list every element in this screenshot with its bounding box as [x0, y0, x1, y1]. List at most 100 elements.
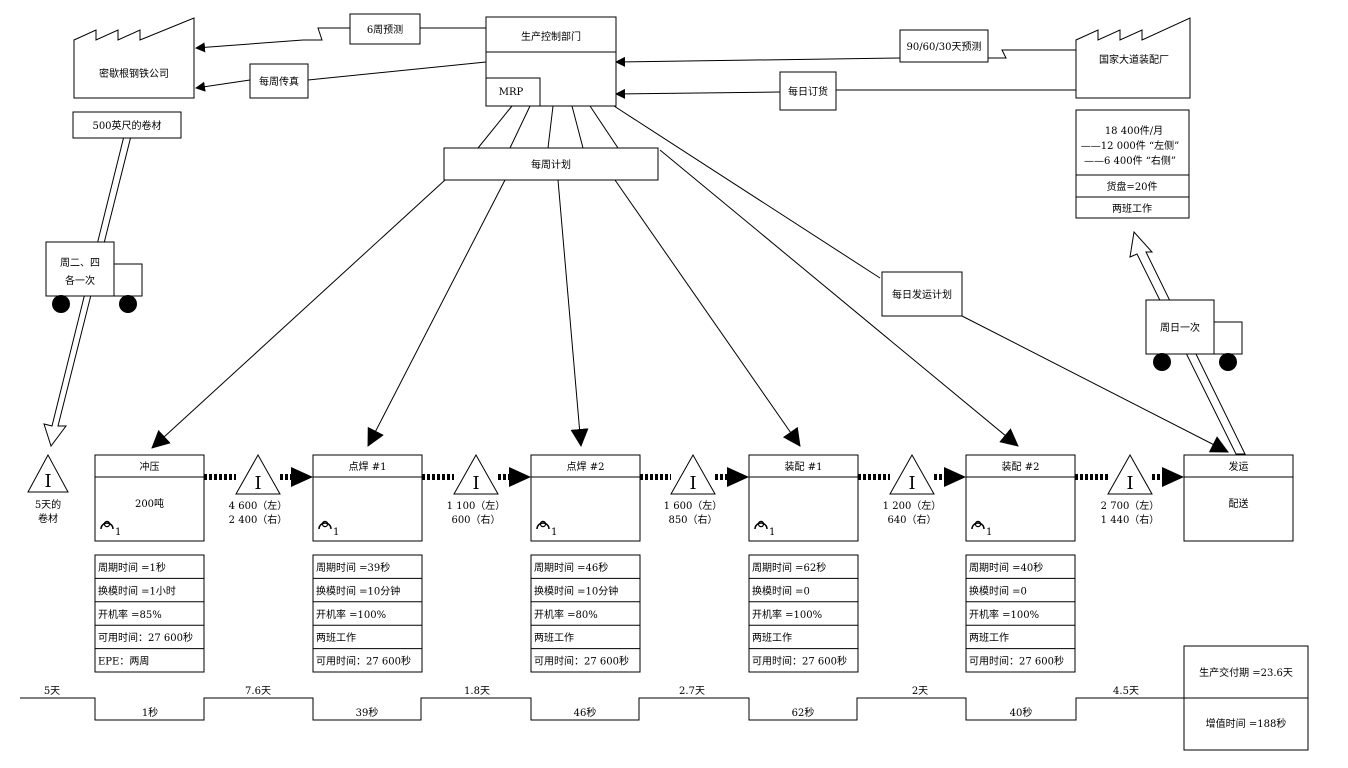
weekly-plan-box: 每周计划: [443, 147, 659, 181]
supplier-factory-icon: 密歇根钢铁公司: [73, 17, 195, 99]
weekly-fax: 每周传真: [259, 75, 299, 88]
cycle-time-2: 39秒: [356, 706, 379, 719]
inventory-icon: I1 200（左）640（右）: [883, 453, 942, 526]
daily-ship-plan-box: 每日发运计划: [881, 271, 963, 317]
customer-tray: 货盘=20件: [1106, 180, 1157, 193]
data-box-row: 开机率 =100%: [752, 608, 822, 621]
svg-text:I: I: [689, 473, 696, 494]
operator-count: 1: [115, 527, 121, 538]
cycle-time-4: 62秒: [792, 706, 815, 719]
data-box-row: 可用时间：27 600秒: [98, 631, 193, 644]
inventory-left: 2 700（左）: [1101, 499, 1160, 512]
data-box-row: 周期时间 =1秒: [98, 561, 166, 574]
data-box-row: 换模时间 =1小时: [98, 584, 176, 597]
data-box-row: 周期时间 =40秒: [969, 561, 1043, 574]
data-box-row: 开机率 =100%: [969, 608, 1039, 621]
data-box-row: 可用时间：27 600秒: [534, 655, 629, 668]
inventory-right: 850（右）: [668, 513, 717, 526]
svg-text:I: I: [1126, 473, 1133, 494]
inventory-left: 1 200（左）: [883, 499, 942, 512]
wait-time-5: 2天: [912, 686, 928, 697]
timeline-waits: 5天 7.6天 1.8天 2.7天 2天 4.5天: [44, 686, 1139, 697]
operator-count: 1: [769, 527, 775, 538]
daily-order: 每日订货: [788, 85, 828, 98]
process-name: 点焊 #2: [567, 461, 605, 473]
operator-icon: 1: [100, 520, 121, 538]
inventory-row: I4 600（左）2 400（右）I1 100（左）600（右）I1 600（左…: [229, 453, 1160, 526]
data-box-row: 换模时间 =0: [752, 584, 810, 597]
wait-time-3: 1.8天: [464, 686, 490, 697]
forecast-6wk: 6周预测: [367, 23, 403, 36]
process-name: 点焊 #1: [349, 461, 387, 473]
customer-shifts: 两班工作: [1112, 203, 1152, 215]
supplier-truck-line2: 各一次: [65, 274, 95, 287]
production-control-title: 生产控制部门: [521, 30, 581, 43]
customer-demand-3: ——6 400件 “右侧”: [1084, 154, 1176, 167]
customer-truck-label: 周日一次: [1160, 321, 1200, 334]
customer-data-box: 18 400件/月 ——12 000件 “左侧” ——6 400件 “右侧” 货…: [1075, 109, 1190, 219]
supplier-spec: 500英尺的卷材: [92, 119, 161, 132]
process-note: 配送: [1229, 497, 1249, 510]
supplier-name: 密歇根钢铁公司: [99, 67, 169, 80]
push-arrow: [1075, 467, 1184, 487]
data-box-row: 周期时间 =39秒: [316, 561, 390, 574]
data-box-row: 两班工作: [752, 632, 792, 644]
customer-truck-icon: 周日一次: [1145, 299, 1243, 371]
svg-text:I: I: [254, 473, 261, 494]
raw-inventory-line2: 卷材: [38, 512, 58, 525]
cycle-time-5: 40秒: [1010, 706, 1033, 719]
process-name: 装配 #2: [1002, 460, 1040, 473]
cycle-time-3: 46秒: [574, 706, 597, 719]
data-box-row: 可用时间：27 600秒: [969, 655, 1064, 668]
inventory-right: 1 440（右）: [1101, 513, 1160, 526]
data-box-row: 开机率 =85%: [98, 608, 162, 621]
data-box-row: 两班工作: [534, 632, 574, 644]
data-box-row: 换模时间 =0: [969, 584, 1027, 597]
data-box-row: 周期时间 =62秒: [752, 561, 826, 574]
data-box-row: 换模时间 =10分钟: [534, 584, 618, 597]
push-arrow: [204, 467, 313, 487]
inventory-left: 4 600（左）: [229, 499, 288, 512]
inventory-right: 600（右）: [451, 513, 500, 526]
forecast-90-box: 90/60/30天预测: [899, 29, 989, 63]
wait-time-4: 2.7天: [679, 686, 705, 697]
data-box-row: 可用时间：27 600秒: [752, 655, 847, 668]
cycle-time-1: 1秒: [142, 706, 158, 719]
wait-time-6: 4.5天: [1113, 686, 1139, 697]
weekly-fax-box: 每周传真: [249, 63, 309, 99]
operator-icon: 1: [536, 520, 557, 538]
inventory-icon: I 2 700（左）1 440（右）: [1101, 453, 1160, 526]
operator-icon: 1: [971, 520, 992, 538]
operator-count: 1: [551, 527, 557, 538]
inventory-left: 1 100（左）: [447, 499, 506, 512]
data-box-row: 可用时间：27 600秒: [316, 655, 411, 668]
operator-icon: 1: [754, 520, 775, 538]
data-box-row: 开机率 =100%: [316, 608, 386, 621]
inventory-left: 1 600（左）: [664, 499, 723, 512]
daily-ship-plan-label: 每日发运计划: [892, 288, 952, 301]
raw-inventory-line1: 5天的: [35, 498, 61, 511]
push-arrow: [640, 467, 749, 487]
inventory-icon: I1 100（左）600（右）: [447, 453, 506, 526]
timeline-cycles: 1秒 39秒 46秒 62秒 40秒: [142, 706, 1033, 719]
data-box-row: 两班工作: [969, 632, 1009, 644]
lead-time-total: 生产交付期 =23.6天: [1199, 666, 1293, 679]
process-note: 200吨: [135, 497, 164, 510]
data-box-row: 换模时间 =10分钟: [316, 584, 400, 597]
process-name: 冲压: [140, 460, 160, 473]
process-name: 装配 #1: [785, 460, 823, 473]
forecast-6wk-box: 6周预测: [349, 13, 421, 45]
timeline: 5天 7.6天 1.8天 2.7天 2天 4.5天 1秒 39秒 46秒 62秒…: [20, 645, 1309, 751]
customer-demand-2: ——12 000件 “左侧”: [1081, 139, 1179, 152]
